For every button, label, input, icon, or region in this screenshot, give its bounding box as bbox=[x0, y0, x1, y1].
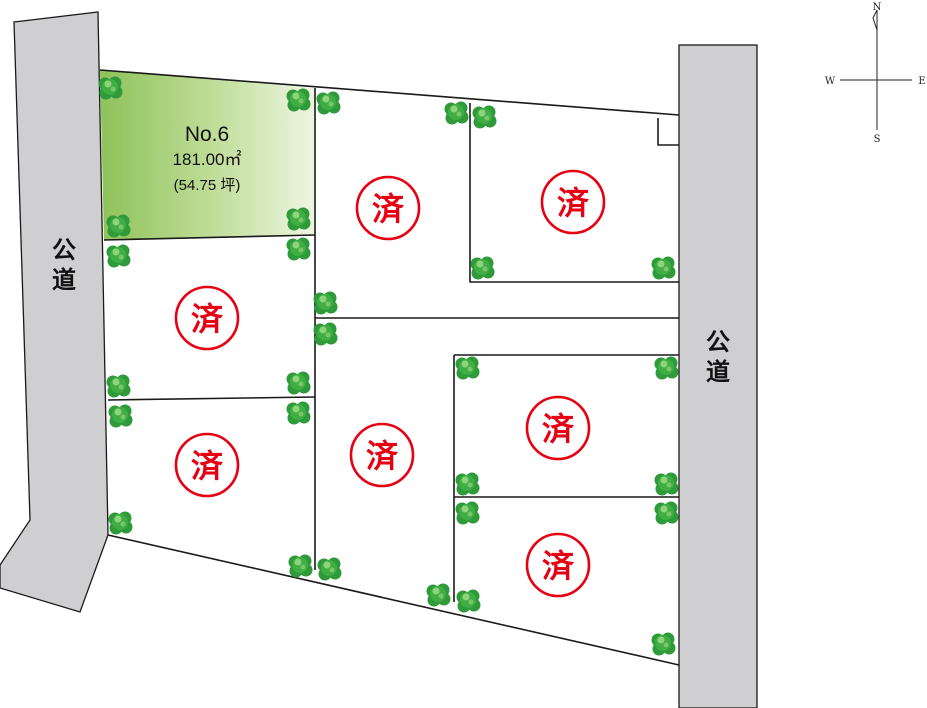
svg-text:済: 済 bbox=[557, 184, 590, 222]
svg-text:済: 済 bbox=[542, 547, 575, 585]
lot-6-fill[interactable] bbox=[100, 70, 315, 240]
tree-icon bbox=[470, 256, 495, 280]
sold-mark-lot-c: 済 bbox=[355, 175, 421, 241]
sold-mark-lot-f: 済 bbox=[525, 395, 591, 461]
tree-icon bbox=[651, 632, 676, 656]
tree-icon bbox=[472, 105, 497, 129]
tree-icon bbox=[106, 214, 131, 238]
lot-6-tsubo: (54.75 坪) bbox=[174, 177, 241, 194]
tree-icon bbox=[316, 91, 341, 115]
west-road-label-char1: 公 bbox=[52, 236, 76, 264]
tree-icon bbox=[313, 322, 338, 346]
lot-6-label: No.6 181.00㎡ (54.75 坪) bbox=[173, 123, 242, 194]
svg-text:済: 済 bbox=[372, 190, 405, 228]
lot-6-number: No.6 bbox=[185, 123, 229, 146]
tree-icon bbox=[313, 291, 338, 315]
tree-icon bbox=[286, 237, 311, 261]
tree-icon bbox=[651, 256, 676, 280]
tree-icon bbox=[654, 356, 679, 380]
tree-icon bbox=[456, 589, 481, 613]
tree-icon bbox=[654, 472, 679, 496]
tree-icon bbox=[455, 356, 480, 380]
tree-icon bbox=[286, 371, 311, 395]
tree-icon bbox=[455, 501, 480, 525]
tree-icon bbox=[286, 207, 311, 231]
lot-6-area: 181.00㎡ bbox=[173, 150, 242, 169]
tree-icon bbox=[286, 401, 311, 425]
east-road-label-char1: 公 bbox=[706, 328, 730, 356]
svg-text:済: 済 bbox=[542, 410, 575, 448]
compass-south-label: S bbox=[874, 134, 881, 145]
tree-icon bbox=[444, 101, 469, 125]
tree-icon bbox=[108, 511, 133, 535]
sold-mark-lot-d: 済 bbox=[540, 169, 606, 235]
svg-text:済: 済 bbox=[366, 437, 399, 475]
tree-icon bbox=[455, 472, 480, 496]
sold-mark-lot-a: 済 bbox=[174, 285, 240, 351]
west-road-label-char2: 道 bbox=[52, 266, 76, 294]
tree-icon bbox=[106, 374, 131, 398]
sold-mark-lot-e: 済 bbox=[349, 422, 415, 488]
tree-icon bbox=[106, 244, 131, 268]
tree-icon bbox=[654, 501, 679, 525]
sold-mark-lot-b: 済 bbox=[174, 432, 240, 498]
tree-icon bbox=[286, 88, 311, 112]
compass-east-label: E bbox=[918, 76, 925, 87]
west-public-road: 公 道 bbox=[0, 11, 109, 613]
svg-text:済: 済 bbox=[191, 447, 224, 485]
east-road-label-char2: 道 bbox=[706, 358, 730, 386]
tree-icon bbox=[108, 404, 133, 428]
sold-marks: 済 済 済 済 済 済 済 bbox=[174, 169, 606, 598]
tree-icon bbox=[288, 554, 313, 578]
tree-icon bbox=[98, 76, 123, 100]
compass-rose: N S W E bbox=[825, 2, 926, 145]
compass-west-label: W bbox=[825, 76, 836, 87]
east-public-road: 公 道 bbox=[678, 44, 758, 708]
tree-icon bbox=[426, 583, 451, 607]
svg-text:済: 済 bbox=[191, 300, 224, 338]
sold-mark-lot-g: 済 bbox=[525, 532, 591, 598]
tree-icon bbox=[317, 557, 342, 581]
compass-north-label: N bbox=[873, 2, 882, 13]
